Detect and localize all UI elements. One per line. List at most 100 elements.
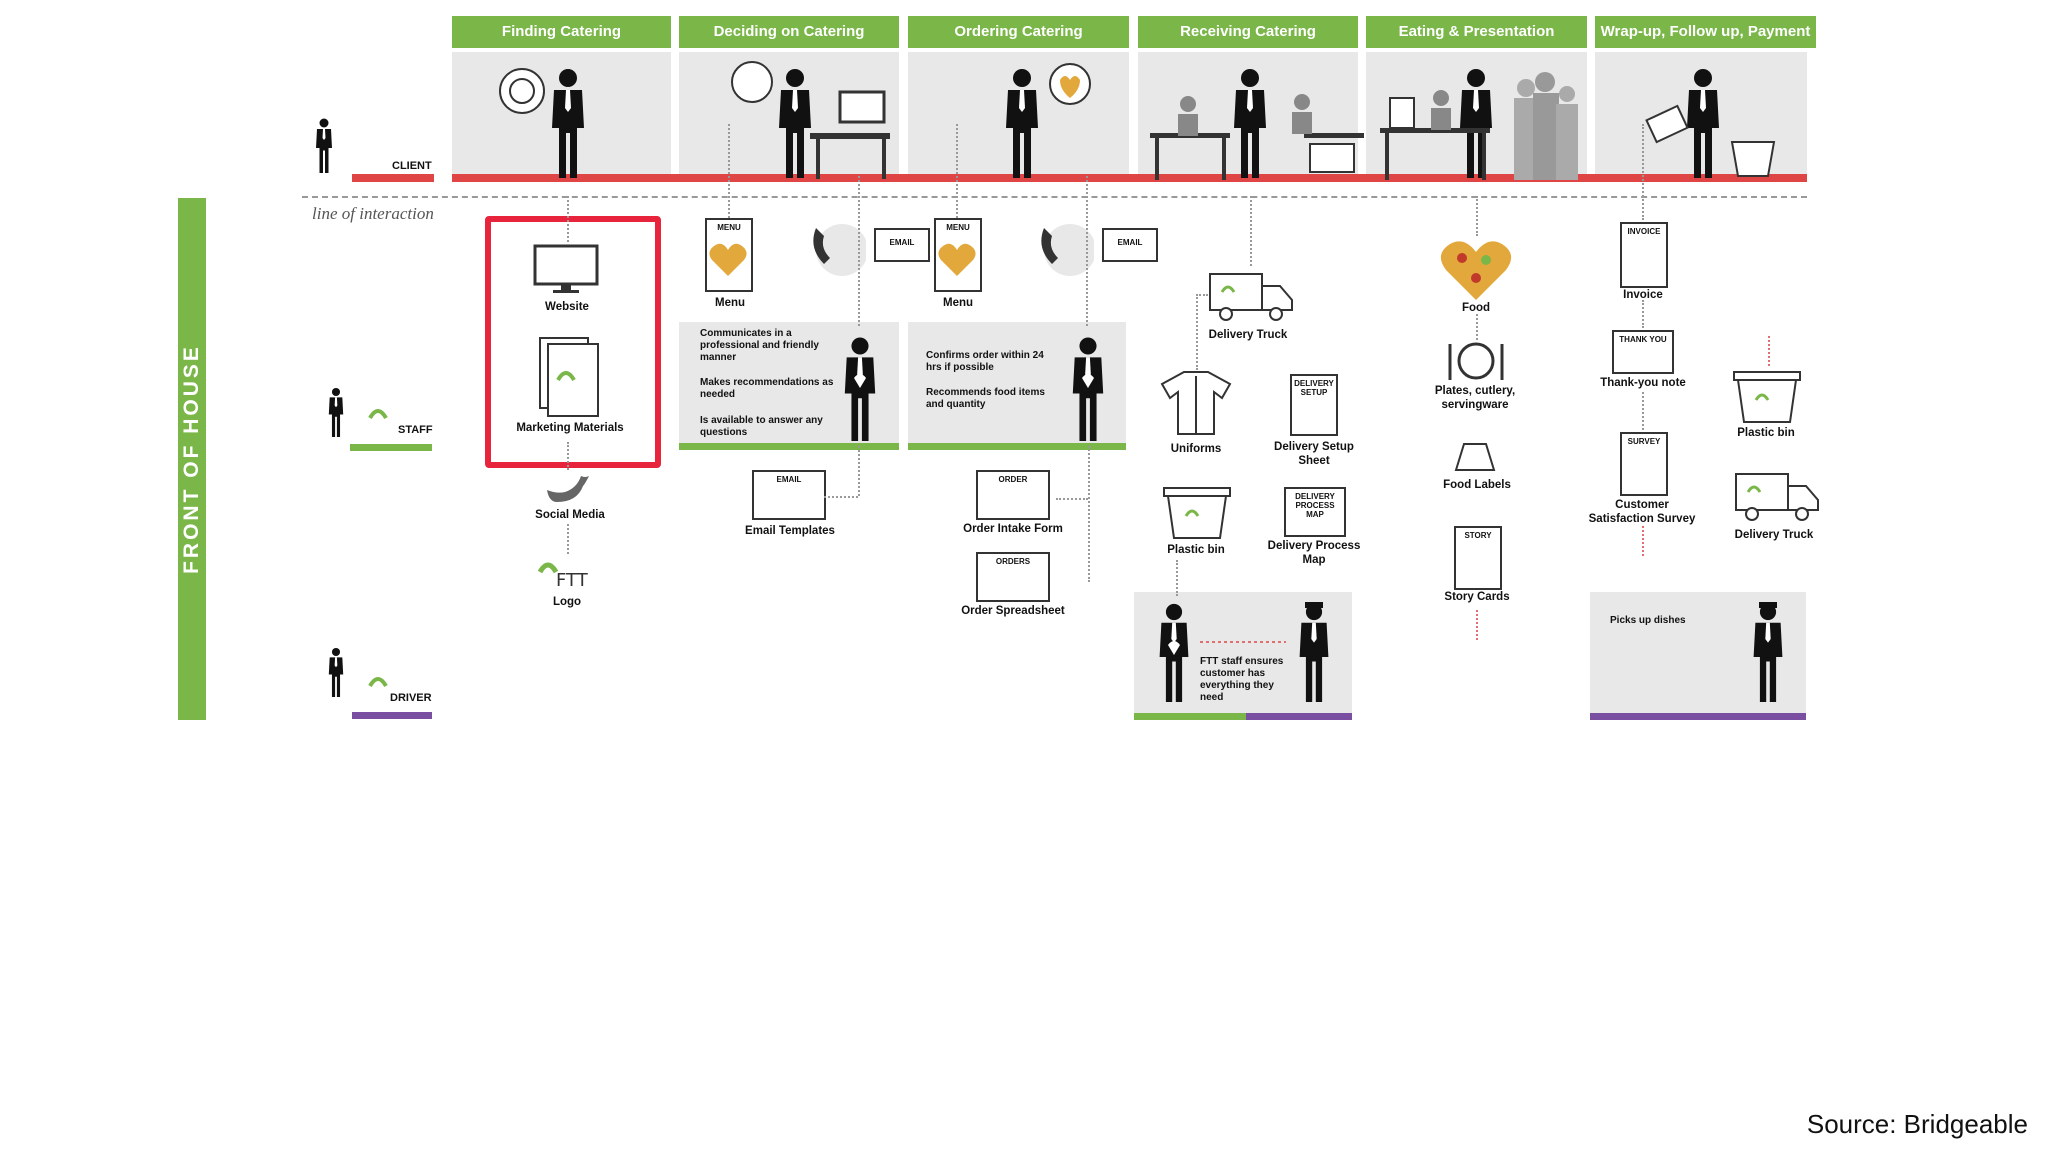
label-uniforms: Uniforms: [1170, 443, 1222, 455]
connector: [1768, 336, 1770, 366]
connector: [1642, 124, 1644, 220]
staff-figures: [844, 337, 1104, 441]
marketing-materials-icon: [539, 337, 599, 417]
plastic-bin-icon-1: [1163, 487, 1231, 539]
food-label-icon: [1454, 443, 1496, 471]
email-doc-2: EMAIL: [1102, 228, 1158, 262]
note-receiving: FTT staff ensures customer has everythin…: [1200, 656, 1284, 703]
note-deciding-2: Makes recommendations as needed: [700, 377, 834, 400]
label-food-labels: Food Labels: [1443, 479, 1511, 491]
label-email-templates: Email Templates: [745, 525, 835, 537]
connector: [858, 176, 860, 326]
line-of-interaction-label: line of interaction: [312, 204, 434, 223]
svg-text:FTT: FTT: [556, 570, 589, 590]
process-map-doc: DELIVERY PROCESS MAP: [1284, 487, 1346, 537]
order-sheet-tag: ORDERS: [995, 557, 1031, 566]
note-ordering-2: Recommends food items and quantity: [926, 387, 1045, 410]
connector: [728, 124, 730, 218]
setup-sheet-tag: DELIVERY SETUP: [1294, 379, 1334, 397]
client-role-bar: [352, 174, 434, 182]
note-wrapup: Picks up dishes: [1610, 615, 1686, 626]
stage-header-receiving: Receiving Catering: [1138, 16, 1358, 48]
source-caption: Source: Bridgeable: [1806, 1109, 2028, 1139]
phone-icon-2: [1041, 224, 1094, 276]
story-card-doc: STORY: [1454, 526, 1502, 590]
staff-bar-deciding: [679, 443, 899, 450]
email-doc-1: EMAIL: [874, 228, 930, 262]
delivery-truck-icon-2: [1735, 473, 1819, 521]
connector: [1176, 560, 1178, 596]
label-plates: Plates, cutlery, servingware: [1434, 385, 1516, 411]
connector: [567, 196, 569, 242]
heart-icon-2: [938, 243, 976, 276]
label-marketing-materials: Marketing Materials: [516, 422, 624, 434]
connector: [567, 524, 569, 554]
survey-doc: SURVEY: [1620, 432, 1668, 496]
label-delivery-truck-1: Delivery Truck: [1208, 329, 1288, 341]
food-heart-icon: [1440, 241, 1512, 300]
label-plastic-bin-2: Plastic bin: [1737, 427, 1795, 439]
stage-header-eating: Eating & Presentation: [1366, 16, 1587, 48]
label-invoice: Invoice: [1623, 289, 1663, 301]
stage-header-finding: Finding Catering: [452, 16, 671, 48]
thank-you-doc: THANK YOU: [1612, 330, 1674, 374]
website-icon: [533, 244, 599, 293]
role-driver: DRIVER: [390, 692, 432, 704]
connector: [1476, 196, 1478, 236]
connector: [1642, 392, 1644, 430]
connector: [1642, 300, 1644, 328]
line-of-interaction-rule: [302, 196, 1807, 198]
label-story-cards: Story Cards: [1444, 591, 1510, 603]
invoice-tag: INVOICE: [1627, 227, 1661, 236]
label-satisfaction-survey: Customer Satisfaction Survey: [1588, 499, 1696, 525]
phone-icon-1: [813, 224, 866, 276]
driver-bar-wrapup: [1590, 713, 1806, 720]
email-doc-1-tag: EMAIL: [889, 238, 915, 247]
client-figures: [316, 61, 1776, 180]
menu-doc-1-tag: MENU: [717, 223, 741, 232]
staff-bar-ordering: [908, 443, 1126, 450]
label-plastic-bin-1: Plastic bin: [1167, 544, 1225, 556]
stage-header-ordering: Ordering Catering: [908, 16, 1129, 48]
client-lane-bar: [452, 174, 1807, 182]
note-ordering-1: Confirms order within 24 hrs if possible: [926, 350, 1044, 373]
invoice-doc: INVOICE: [1620, 222, 1668, 288]
driver-bar-receiving-driver: [1246, 713, 1352, 720]
heart-icon-1: [709, 243, 747, 276]
driver-figures: [1159, 602, 1783, 702]
label-menu-2: Menu: [942, 297, 974, 309]
label-social-media: Social Media: [535, 509, 605, 521]
bird-icon: [547, 476, 589, 502]
connector: [1086, 176, 1088, 326]
connector: [1088, 446, 1090, 582]
connector: [1196, 294, 1198, 370]
label-delivery-truck-2: Delivery Truck: [1734, 529, 1814, 541]
thank-you-tag: THANK YOU: [1619, 335, 1667, 344]
survey-tag: SURVEY: [1627, 437, 1661, 446]
role-staff: STAFF: [398, 424, 433, 436]
highlight-box: [485, 216, 661, 468]
order-form-tag: ORDER: [998, 475, 1028, 484]
front-of-house-band: FRONT OF HOUSE: [178, 198, 206, 720]
label-thank-you-note: Thank-you note: [1600, 377, 1686, 389]
role-figures: [328, 387, 388, 697]
email-doc-2-tag: EMAIL: [1117, 238, 1143, 247]
plastic-bin-icon-2: [1733, 371, 1801, 423]
connector: [1056, 498, 1088, 500]
stage-header-deciding: Deciding on Catering: [679, 16, 899, 48]
order-form-doc: ORDER: [976, 470, 1050, 520]
stage-header-wrapup: Wrap-up, Follow up, Payment: [1595, 16, 1816, 48]
label-delivery-setup-sheet: Delivery Setup Sheet: [1274, 441, 1354, 467]
setup-sheet-doc: DELIVERY SETUP: [1290, 374, 1338, 436]
email-templates-tag: EMAIL: [776, 475, 802, 484]
label-food: Food: [1461, 302, 1491, 314]
email-templates-doc: EMAIL: [752, 470, 826, 520]
uniform-icon: [1160, 371, 1232, 435]
logo-icon: FTT: [537, 562, 589, 590]
note-deciding-3: Is available to answer any questions: [700, 415, 823, 438]
label-website: Website: [545, 301, 589, 313]
label-logo: Logo: [552, 596, 582, 608]
connector: [858, 446, 860, 496]
driver-bar-receiving-staff: [1134, 713, 1246, 720]
staff-role-bar: [350, 444, 432, 451]
